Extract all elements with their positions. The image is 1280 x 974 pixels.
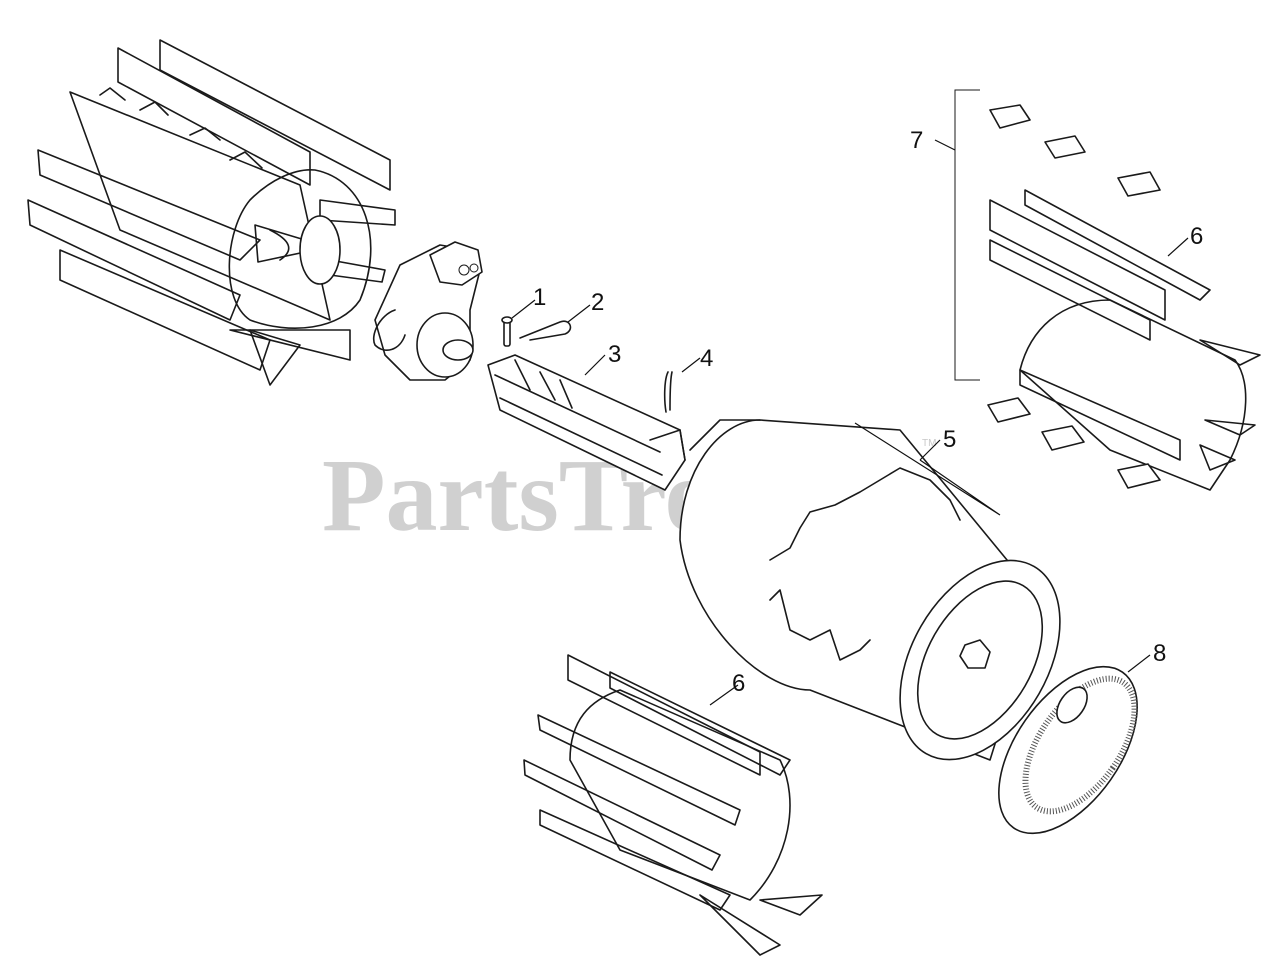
part-3-shaft — [487, 354, 686, 491]
callout-8: 8 — [1153, 640, 1166, 667]
part-6-shell-upper — [989, 189, 1261, 491]
callout-1: 1 — [533, 284, 546, 311]
part-4-cotter-pin — [663, 371, 673, 413]
leader-lines — [511, 139, 1189, 706]
gearbox — [373, 241, 483, 381]
callout-6-lower: 6 — [732, 670, 745, 697]
callout-3: 3 — [608, 341, 621, 368]
callout-5: 5 — [943, 426, 956, 453]
part-6-shell-lower — [523, 654, 823, 956]
callout-4: 4 — [700, 345, 713, 372]
part-7-pads — [954, 89, 1161, 489]
part-2-clip — [519, 320, 572, 341]
callout-7: 7 — [910, 127, 923, 154]
callout-2: 2 — [591, 289, 604, 316]
part-8-disc — [998, 665, 1138, 835]
part-5-drum — [679, 419, 1061, 761]
left-tine-rotor — [27, 39, 396, 386]
callout-labels: 1 2 3 4 5 6 6 7 8 — [533, 127, 1203, 697]
watermark-trademark: TM — [922, 438, 936, 449]
callout-6-upper: 6 — [1190, 223, 1203, 250]
part-1-pin — [501, 316, 513, 347]
